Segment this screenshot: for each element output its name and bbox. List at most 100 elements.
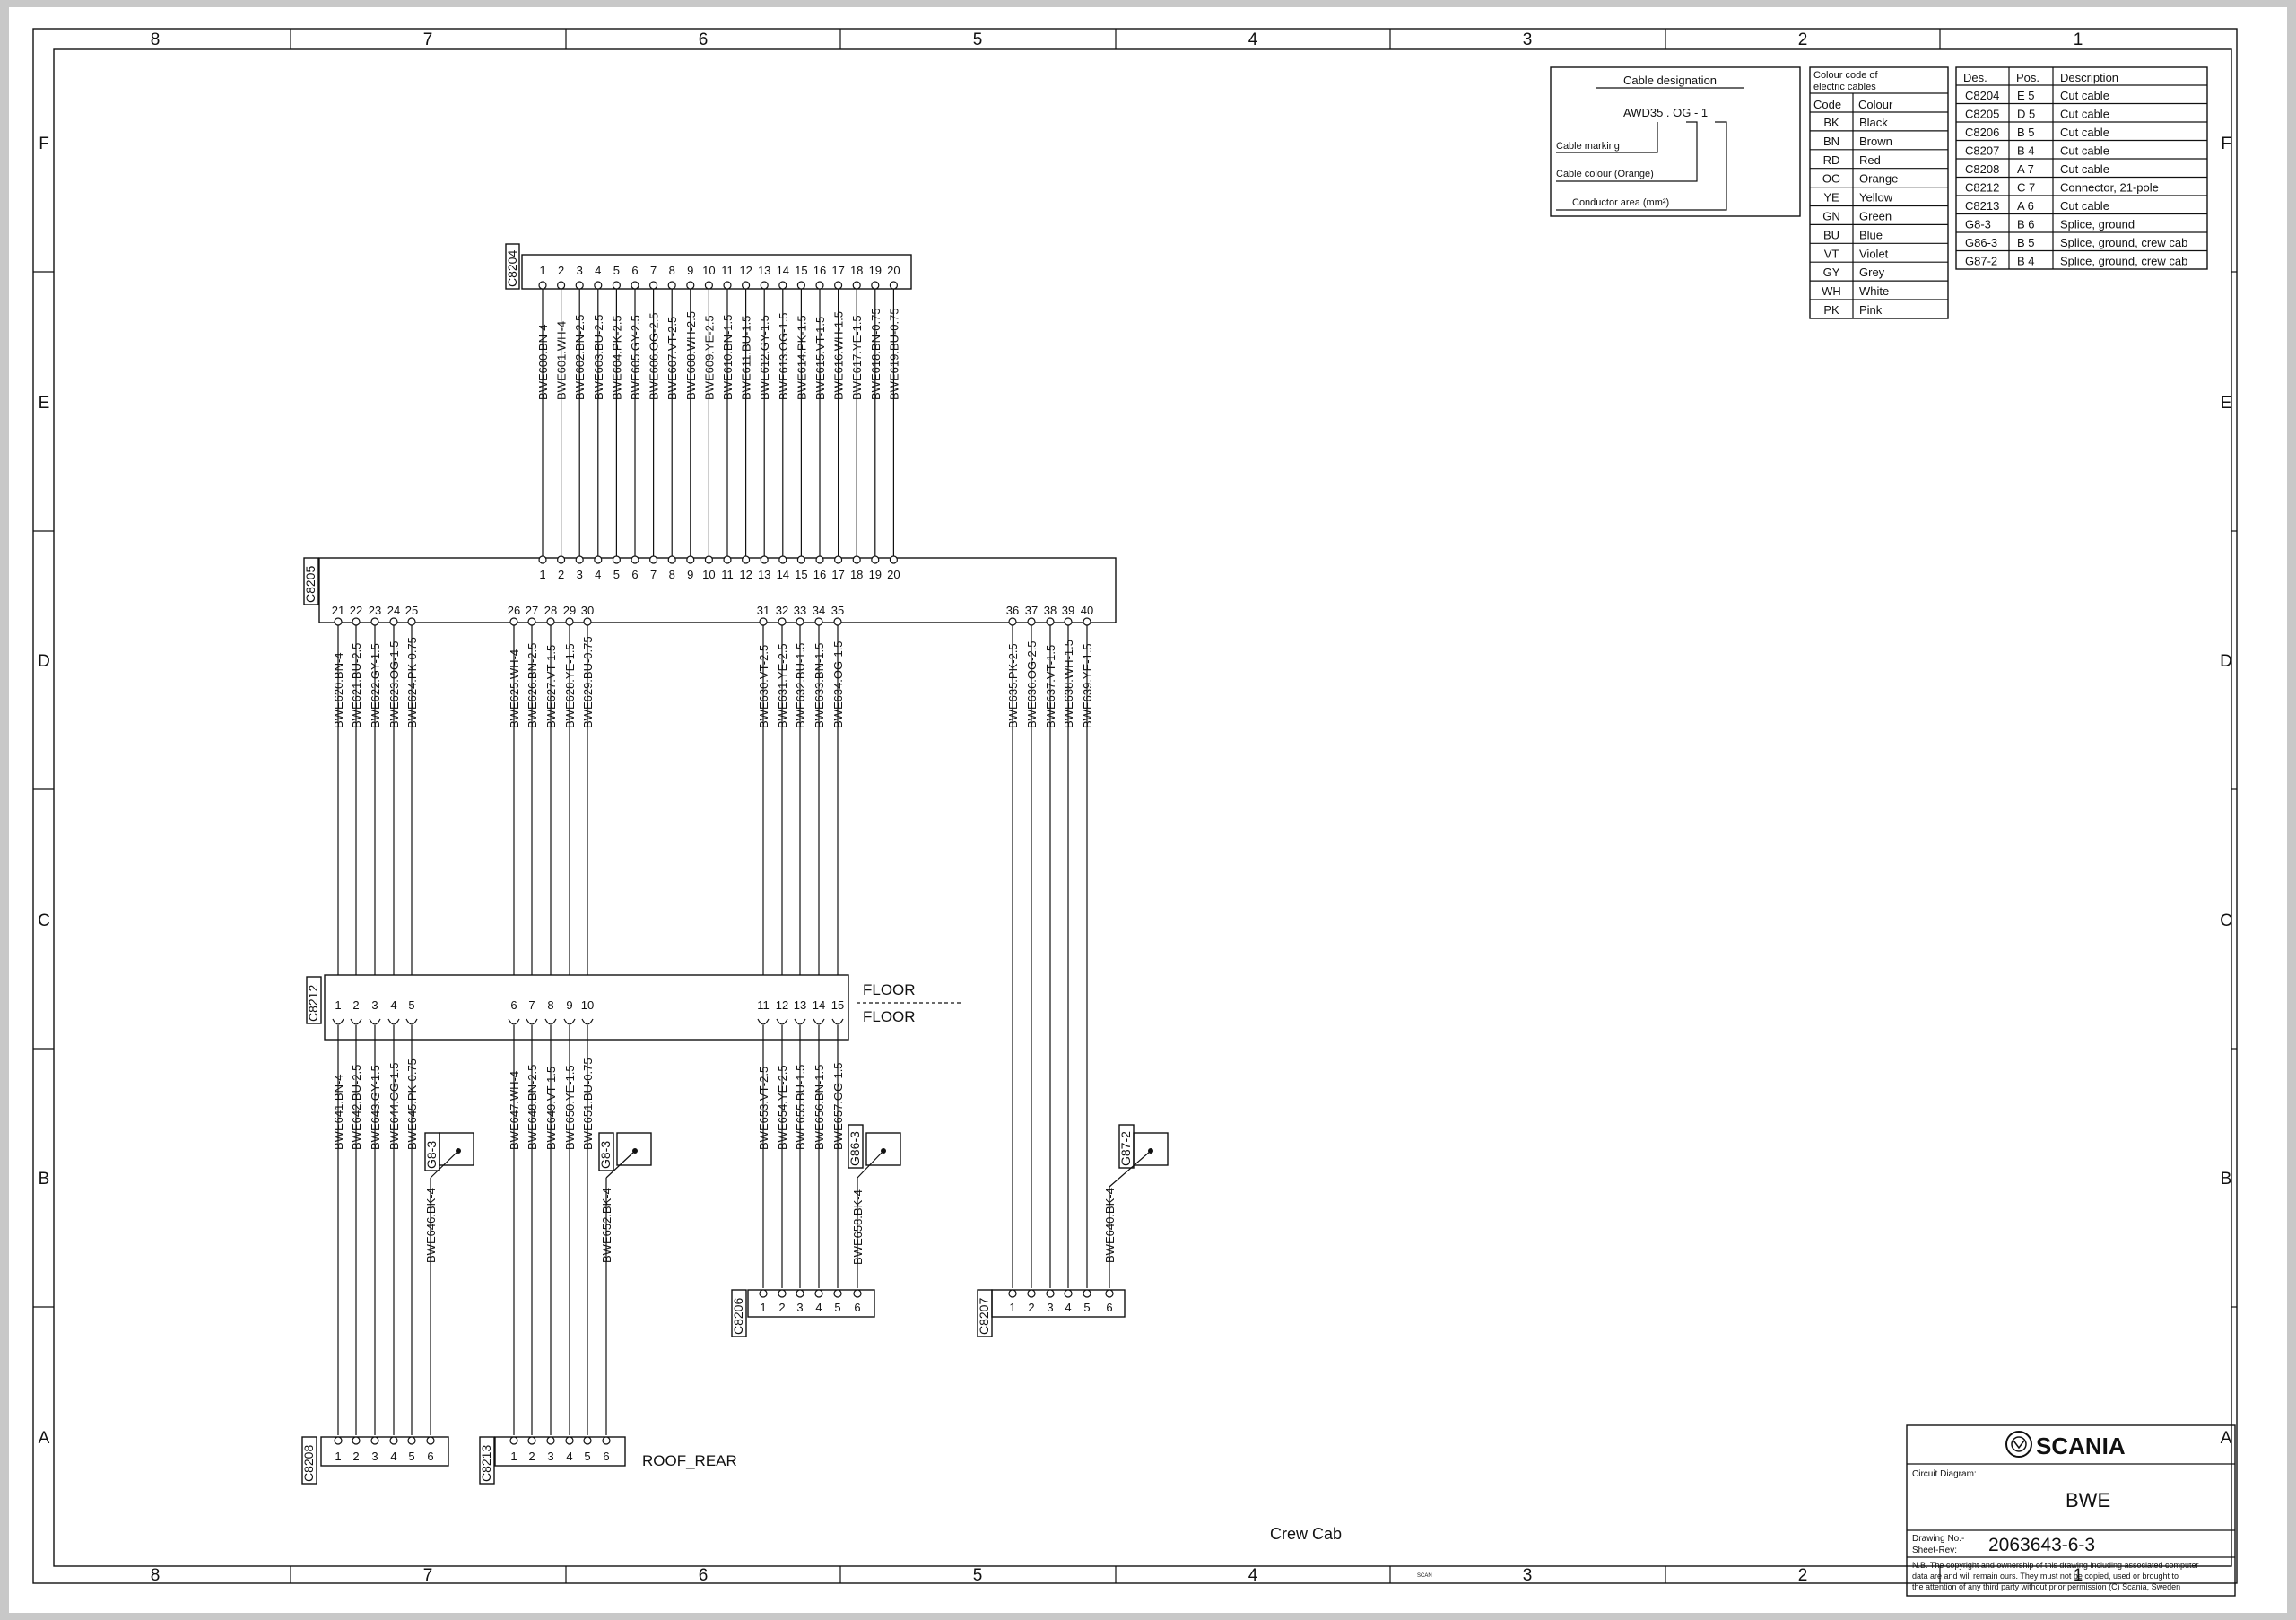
pin (759, 617, 768, 626)
colour-code-cell: BK (1823, 116, 1839, 129)
pin-number: 7 (650, 264, 657, 277)
socket (544, 1018, 557, 1025)
scania-logo-icon (2005, 1431, 2032, 1458)
pin-number: 13 (794, 998, 806, 1012)
wire-label: BWE612.GY-1.5 (758, 315, 771, 400)
crew-cab-label: Crew Cab (1270, 1525, 1342, 1543)
pin-number: 6 (510, 998, 517, 1012)
component-pos-cell: A 7 (2017, 162, 2034, 176)
component-pos-cell: B 4 (2017, 144, 2035, 158)
wire-label: BWE614.PK-1.5 (795, 315, 808, 400)
wire-label: BWE605.GY-2.5 (629, 315, 642, 400)
pin-number: 6 (854, 1301, 860, 1314)
pin (546, 617, 555, 626)
component-description-cell: Cut cable (2060, 89, 2109, 102)
pin (778, 617, 787, 626)
pin-number: 3 (577, 568, 583, 581)
title-block: SCANIA Circuit Diagram: BWE Drawing No.-… (1906, 1424, 2236, 1597)
pin (527, 617, 536, 626)
pin (370, 1436, 379, 1445)
column-ref-top: 8 (151, 30, 161, 49)
splice-g86-3: G86-3 (848, 1124, 901, 1179)
drawing-number: 2063643-6-3 (1988, 1535, 2095, 1555)
connector-c8204-box (521, 254, 912, 290)
pin-number: 7 (650, 568, 657, 581)
pin-number: 23 (369, 604, 381, 617)
socket (831, 1018, 844, 1025)
colour-code-cell: RD (1823, 153, 1840, 167)
pin-number: 2 (558, 568, 564, 581)
pin-number: 32 (776, 604, 788, 617)
pin-number: 6 (631, 264, 638, 277)
pin-number: 10 (702, 568, 715, 581)
component-header-description: Description (2060, 71, 2118, 84)
wire-label: BWE630.VT-2.5 (757, 645, 770, 728)
colour-code-title-2: electric cables (1813, 82, 1876, 92)
pin-number: 8 (669, 568, 675, 581)
colour-code-header-code: Code (1813, 98, 1841, 111)
wire-label: BWE626.BN-2.5 (526, 643, 539, 728)
socket (369, 1018, 381, 1025)
colour-name-cell: Green (1859, 210, 1892, 223)
connector-c8213-label: C8213 (479, 1445, 493, 1482)
pin-number: 5 (834, 1301, 840, 1314)
pin-number: 4 (595, 264, 601, 277)
component-pos-cell: C 7 (2017, 181, 2035, 195)
colour-name-cell: Blue (1859, 228, 1883, 241)
colour-code-cell: BN (1823, 135, 1839, 148)
pin (1064, 1289, 1073, 1298)
wire-label: BWE603.BU-2.5 (592, 315, 605, 400)
socket (813, 1018, 825, 1025)
svg-text:G8-3: G8-3 (598, 1141, 613, 1169)
connector-c8205-label: C8205 (303, 566, 317, 603)
component-pos-cell: E 5 (2017, 89, 2035, 102)
wire-label: BWE637.VT-1.5 (1044, 645, 1057, 728)
pin-number: 14 (813, 998, 825, 1012)
pin (833, 1289, 842, 1298)
pin (852, 281, 861, 290)
pin-number: 18 (850, 568, 863, 581)
wire-label: BWE627.VT-1.5 (544, 645, 558, 728)
row-ref-left: F (39, 135, 49, 153)
column-ref-top: 5 (973, 30, 983, 49)
column-ref-top: 1 (2074, 30, 2083, 49)
pin-number: 15 (795, 264, 807, 277)
pin (889, 281, 899, 290)
connector-c8206-box (747, 1289, 875, 1318)
component-des-cell: G8-3 (1965, 218, 1991, 231)
pin (871, 281, 880, 290)
pin-number: 12 (776, 998, 788, 1012)
pin-number: 16 (813, 568, 826, 581)
pin-number: 6 (631, 568, 638, 581)
pin-number: 39 (1062, 604, 1074, 617)
pin-number: 4 (1065, 1301, 1071, 1314)
wire-label: BWE640.BK-4 (1103, 1188, 1117, 1263)
pin (407, 1436, 416, 1445)
wire-label: BWE657.OG-1.5 (831, 1062, 845, 1150)
pin-number: 2 (558, 264, 564, 277)
pin (833, 617, 842, 626)
pin (556, 555, 566, 564)
roof-rear-label: ROOF_REAR (642, 1452, 737, 1469)
colour-code-header-colour: Colour (1858, 98, 1893, 111)
pin-number: 6 (1106, 1301, 1112, 1314)
pin (796, 281, 806, 290)
row-ref-left: E (39, 394, 50, 413)
column-ref-top: 6 (699, 30, 709, 49)
colour-name-cell: White (1859, 284, 1889, 298)
pin-number: 5 (613, 264, 620, 277)
pin-number: 6 (603, 1450, 609, 1463)
pin-number: 27 (526, 604, 538, 617)
pin-number: 3 (577, 264, 583, 277)
pin-number: 4 (390, 998, 396, 1012)
pin-number: 9 (687, 568, 693, 581)
connector-c8212-label: C8212 (306, 985, 320, 1022)
pin-number: 1 (539, 264, 545, 277)
pin (602, 1436, 611, 1445)
connector-c8207-label: C8207 (977, 1298, 991, 1335)
wire-label: BWE638.WH-1.5 (1062, 640, 1075, 728)
pin (334, 1436, 343, 1445)
socket (757, 1018, 770, 1025)
pin-number: 3 (547, 1450, 553, 1463)
